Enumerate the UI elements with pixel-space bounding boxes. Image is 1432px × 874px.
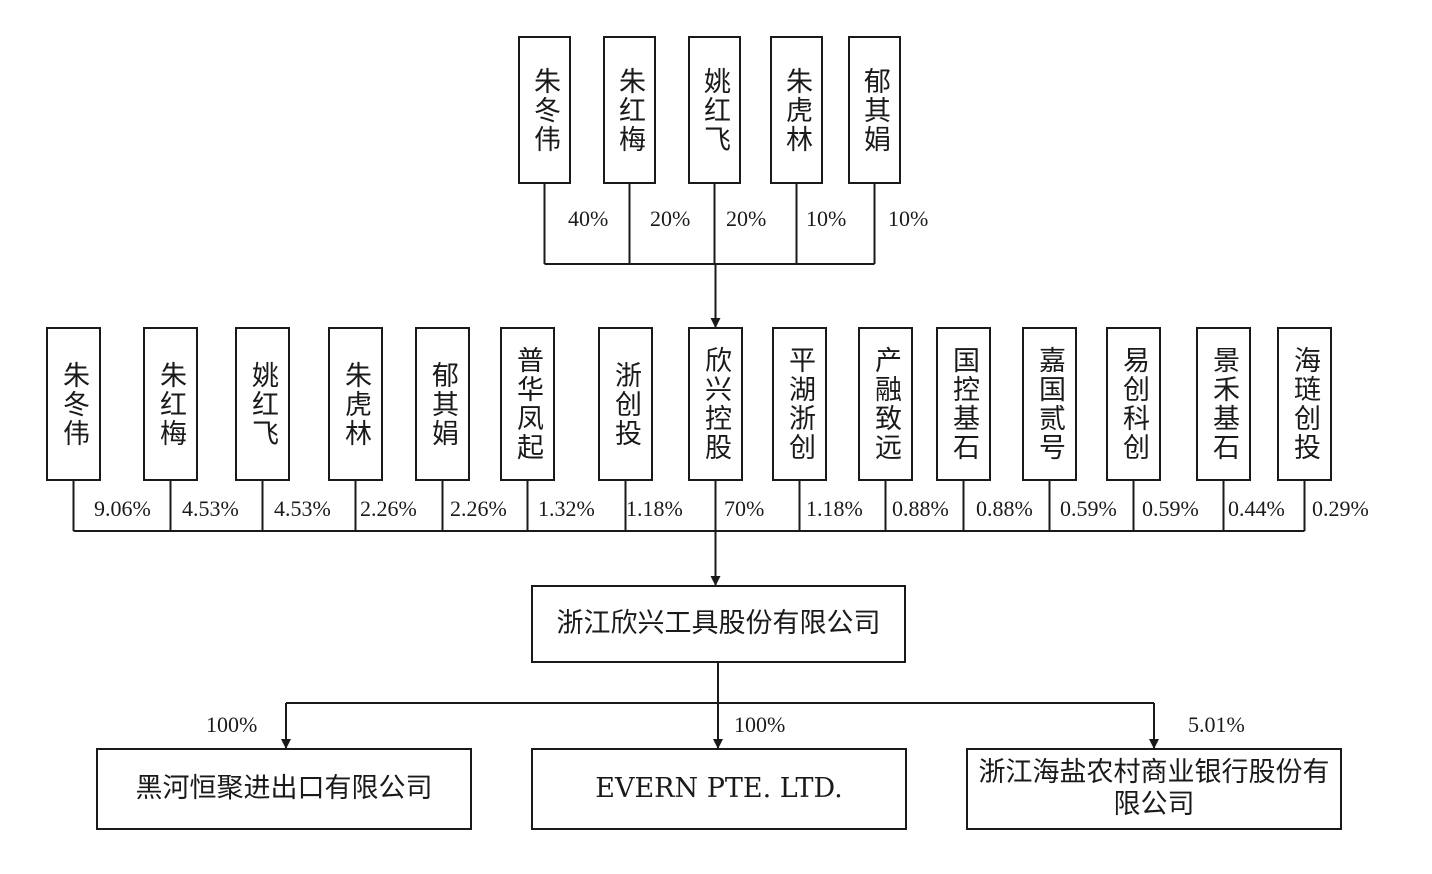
company-box: 浙江欣兴工具股份有限公司: [531, 585, 906, 663]
top-holder-box-2-label: 朱红梅: [614, 66, 645, 154]
company-box-label: 浙江欣兴工具股份有限公司: [556, 607, 881, 639]
shareholder-pct-3: 4.53%: [274, 496, 331, 521]
shareholder-pct-11: 0.88%: [976, 496, 1033, 521]
shareholder-box-6-label: 普华凤起: [512, 346, 543, 462]
shareholder-box-8: 欣兴控股: [688, 327, 743, 481]
shareholder-box-8-label: 欣兴控股: [700, 346, 731, 462]
top-holder-pct-1: 40%: [568, 206, 609, 231]
shareholder-box-2: 朱红梅: [143, 327, 198, 481]
shareholder-box-15-label: 海琏创投: [1289, 346, 1320, 462]
shareholder-box-10-label: 产融致远: [870, 346, 901, 462]
shareholder-box-3: 姚红飞: [235, 327, 290, 481]
shareholder-box-6: 普华凤起: [500, 327, 555, 481]
shareholder-pct-2: 4.53%: [182, 496, 239, 521]
top-holder-box-5: 郁其娟: [848, 36, 901, 184]
shareholder-box-11: 国控基石: [936, 327, 991, 481]
shareholder-box-2-label: 朱红梅: [155, 360, 186, 448]
top-holder-box-1: 朱冬伟: [518, 36, 571, 184]
top-holder-pct-5: 10%: [888, 206, 929, 231]
top-holder-pct-3: 20%: [726, 206, 767, 231]
shareholder-pct-9: 1.18%: [806, 496, 863, 521]
top-holder-box-3: 姚红飞: [688, 36, 741, 184]
shareholder-box-7: 浙创投: [598, 327, 653, 481]
shareholder-box-1: 朱冬伟: [46, 327, 101, 481]
shareholder-box-12: 嘉国贰号: [1022, 327, 1077, 481]
shareholder-box-3-label: 姚红飞: [247, 360, 278, 448]
shareholder-box-9: 平湖浙创: [772, 327, 827, 481]
shareholder-pct-13: 0.59%: [1142, 496, 1199, 521]
shareholder-box-4-label: 朱虎林: [340, 360, 371, 448]
subsidiary-box-3: 浙江海盐农村商业银行股份有限公司: [966, 748, 1342, 830]
top-holder-box-2: 朱红梅: [603, 36, 656, 184]
shareholder-box-5-label: 郁其娟: [427, 360, 458, 448]
subsidiary-pct-2: 100%: [734, 712, 786, 737]
top-holder-pct-2: 20%: [650, 206, 691, 231]
shareholder-box-4: 朱虎林: [328, 327, 383, 481]
shareholder-pct-12: 0.59%: [1060, 496, 1117, 521]
shareholder-box-11-label: 国控基石: [948, 346, 979, 462]
subsidiary-box-3-label: 浙江海盐农村商业银行股份有限公司: [978, 756, 1330, 820]
subsidiary-box-2: EVERN PTE. LTD.: [531, 748, 907, 830]
shareholder-box-12-label: 嘉国贰号: [1034, 346, 1065, 462]
shareholder-box-9-label: 平湖浙创: [784, 346, 815, 462]
shareholder-box-13-label: 易创科创: [1118, 346, 1149, 462]
top-holder-box-5-label: 郁其娟: [859, 66, 890, 154]
shareholder-pct-7: 1.18%: [626, 496, 683, 521]
subsidiary-pct-3: 5.01%: [1188, 712, 1245, 737]
top-holder-box-1-label: 朱冬伟: [529, 66, 560, 154]
shareholder-box-14: 景禾基石: [1196, 327, 1251, 481]
shareholder-box-1-label: 朱冬伟: [58, 360, 89, 448]
shareholder-pct-15: 0.29%: [1312, 496, 1369, 521]
shareholder-pct-8: 70%: [724, 496, 765, 521]
shareholder-pct-1: 9.06%: [94, 496, 151, 521]
subsidiary-pct-1: 100%: [206, 712, 258, 737]
shareholder-pct-14: 0.44%: [1228, 496, 1285, 521]
subsidiary-box-2-label: EVERN PTE. LTD.: [595, 772, 843, 804]
shareholder-pct-6: 1.32%: [538, 496, 595, 521]
top-holder-pct-4: 10%: [806, 206, 847, 231]
subsidiary-box-1: 黑河恒聚进出口有限公司: [96, 748, 472, 830]
shareholder-pct-5: 2.26%: [450, 496, 507, 521]
top-holder-box-4-label: 朱虎林: [781, 66, 812, 154]
shareholder-box-10: 产融致远: [858, 327, 913, 481]
top-holder-box-3-label: 姚红飞: [699, 66, 730, 154]
shareholder-pct-10: 0.88%: [892, 496, 949, 521]
shareholder-box-5: 郁其娟: [415, 327, 470, 481]
top-holder-box-4: 朱虎林: [770, 36, 823, 184]
shareholder-box-7-label: 浙创投: [610, 360, 641, 448]
shareholder-box-14-label: 景禾基石: [1208, 346, 1239, 462]
subsidiary-box-1-label: 黑河恒聚进出口有限公司: [135, 772, 433, 804]
shareholder-box-13: 易创科创: [1106, 327, 1161, 481]
shareholder-pct-4: 2.26%: [360, 496, 417, 521]
shareholder-box-15: 海琏创投: [1277, 327, 1332, 481]
